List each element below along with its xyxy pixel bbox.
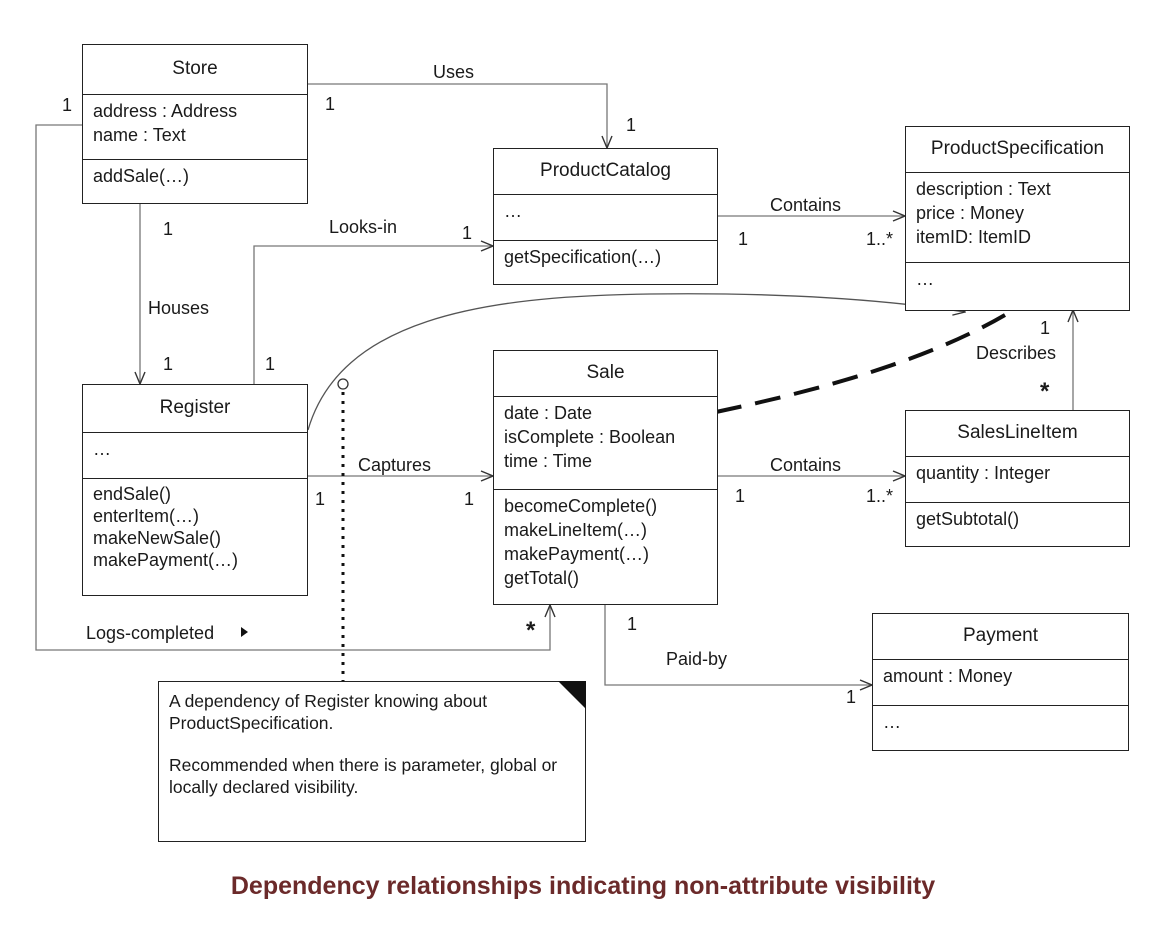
contains-sale-label: Contains <box>770 455 842 475</box>
payment-class[interactable]: Payment amount : Money … <box>872 613 1129 751</box>
sale-attributes: date : Date isComplete : Boolean time : … <box>494 397 717 490</box>
register-operation: enterItem(…) <box>93 506 200 526</box>
payment-operation: … <box>883 712 901 732</box>
product-catalog-attribute: … <box>504 201 522 221</box>
dependency-note: A dependency of Register knowing about P… <box>158 681 586 842</box>
sale-operation: makeLineItem(…) <box>504 520 648 540</box>
sale-operations: becomeComplete() makeLineItem(…) makePay… <box>494 490 717 594</box>
sales-line-item-operation: getSubtotal() <box>916 509 1020 529</box>
register-operations: endSale() enterItem(…) makeNewSale() mak… <box>83 479 307 575</box>
uses-to-multiplicity: 1 <box>626 115 637 135</box>
store-class[interactable]: Store address : Address name : Text addS… <box>82 44 308 204</box>
sale-attribute: time : Time <box>504 451 593 471</box>
diagram-caption: Dependency relationships indicating non-… <box>230 872 936 900</box>
uses-line <box>308 83 607 148</box>
sale-operation: makePayment(…) <box>504 544 650 564</box>
logs-completed-label: Logs-completed <box>86 623 215 643</box>
contains-catalog-from-multiplicity: 1 <box>738 229 749 249</box>
dependency-curve <box>307 293 965 431</box>
uses-label: Uses <box>433 62 475 82</box>
product-catalog-class-name: ProductCatalog <box>494 149 717 195</box>
sales-line-item-class-name: SalesLineItem <box>906 411 1129 457</box>
product-specification-class[interactable]: ProductSpecification description : Text … <box>905 126 1130 311</box>
product-specification-attribute: itemID: ItemID <box>916 227 1032 247</box>
logs-completed-line <box>35 124 550 651</box>
describes-from-multiplicity: * <box>1040 378 1050 405</box>
dependency-dashed-line <box>715 310 1012 414</box>
register-attributes: … <box>83 433 307 479</box>
note-folded-corner-icon <box>558 681 586 709</box>
sales-line-item-attribute: quantity : Integer <box>916 463 1051 483</box>
sale-operation: getTotal() <box>504 568 580 588</box>
note-anchor-circle <box>337 378 349 390</box>
logs-completed-to-multiplicity: * <box>526 617 536 644</box>
store-attribute: address : Address <box>93 101 238 121</box>
product-specification-attribute: price : Money <box>916 203 1025 223</box>
product-catalog-operation: getSpecification(…) <box>504 247 662 267</box>
register-operation: endSale() <box>93 484 172 504</box>
direction-triangle-icon <box>241 627 248 637</box>
product-specification-operations: … <box>906 263 1129 295</box>
payment-attributes: amount : Money <box>873 660 1128 706</box>
product-catalog-attributes: … <box>494 195 717 241</box>
store-attributes: address : Address name : Text <box>83 95 307 160</box>
looks-in-to-multiplicity: 1 <box>462 223 473 243</box>
houses-from-multiplicity: 1 <box>163 219 174 239</box>
paid-by-line <box>604 605 872 685</box>
register-class-name: Register <box>83 385 307 433</box>
store-operation: addSale(…) <box>93 166 190 186</box>
sale-class[interactable]: Sale date : Date isComplete : Boolean ti… <box>493 350 718 605</box>
product-specification-operation: … <box>916 269 934 289</box>
sales-line-item-attributes: quantity : Integer <box>906 457 1129 503</box>
captures-to-multiplicity: 1 <box>464 489 475 509</box>
store-class-name: Store <box>83 45 307 95</box>
looks-in-from-multiplicity: 1 <box>265 354 276 374</box>
store-attribute: name : Text <box>93 125 186 145</box>
houses-label: Houses <box>148 298 210 318</box>
sales-line-item-class[interactable]: SalesLineItem quantity : Integer getSubt… <box>905 410 1130 547</box>
logs-completed-from-multiplicity: 1 <box>62 95 73 115</box>
looks-in-label: Looks-in <box>329 217 398 237</box>
contains-sale-to-multiplicity: 1..* <box>866 486 894 506</box>
note-text-line2: Recommended when there is parameter, glo… <box>169 755 558 797</box>
product-catalog-class[interactable]: ProductCatalog … getSpecification(…) <box>493 148 718 285</box>
register-operation: makeNewSale() <box>93 528 222 548</box>
product-specification-attribute: description : Text <box>916 179 1051 199</box>
payment-operations: … <box>873 706 1128 738</box>
captures-label: Captures <box>358 455 432 475</box>
sale-attribute: date : Date <box>504 403 593 423</box>
paid-by-to-multiplicity: 1 <box>846 687 857 707</box>
contains-catalog-to-multiplicity: 1..* <box>866 229 894 249</box>
contains-catalog-label: Contains <box>770 195 842 215</box>
describes-to-multiplicity: 1 <box>1040 318 1051 338</box>
register-attribute: … <box>93 439 111 459</box>
looks-in-line <box>253 246 493 384</box>
captures-from-multiplicity: 1 <box>315 489 326 509</box>
paid-by-label: Paid-by <box>666 649 728 669</box>
sales-line-item-operations: getSubtotal() <box>906 503 1129 535</box>
paid-by-from-multiplicity: 1 <box>627 614 638 634</box>
register-class[interactable]: Register … endSale() enterItem(…) makeNe… <box>82 384 308 596</box>
register-operation: makePayment(…) <box>93 550 239 570</box>
product-catalog-operations: getSpecification(…) <box>494 241 717 273</box>
uses-from-multiplicity: 1 <box>325 94 336 114</box>
store-operations: addSale(…) <box>83 160 307 192</box>
product-specification-attributes: description : Text price : Money itemID:… <box>906 173 1129 263</box>
sale-operation: becomeComplete() <box>504 496 658 516</box>
product-specification-class-name: ProductSpecification <box>906 127 1129 173</box>
contains-sale-from-multiplicity: 1 <box>735 486 746 506</box>
houses-to-multiplicity: 1 <box>163 354 174 374</box>
payment-attribute: amount : Money <box>883 666 1013 686</box>
sale-class-name: Sale <box>494 351 717 397</box>
payment-class-name: Payment <box>873 614 1128 660</box>
sale-attribute: isComplete : Boolean <box>504 427 676 447</box>
describes-label: Describes <box>976 343 1057 363</box>
note-text-line1: A dependency of Register knowing about P… <box>169 691 488 733</box>
